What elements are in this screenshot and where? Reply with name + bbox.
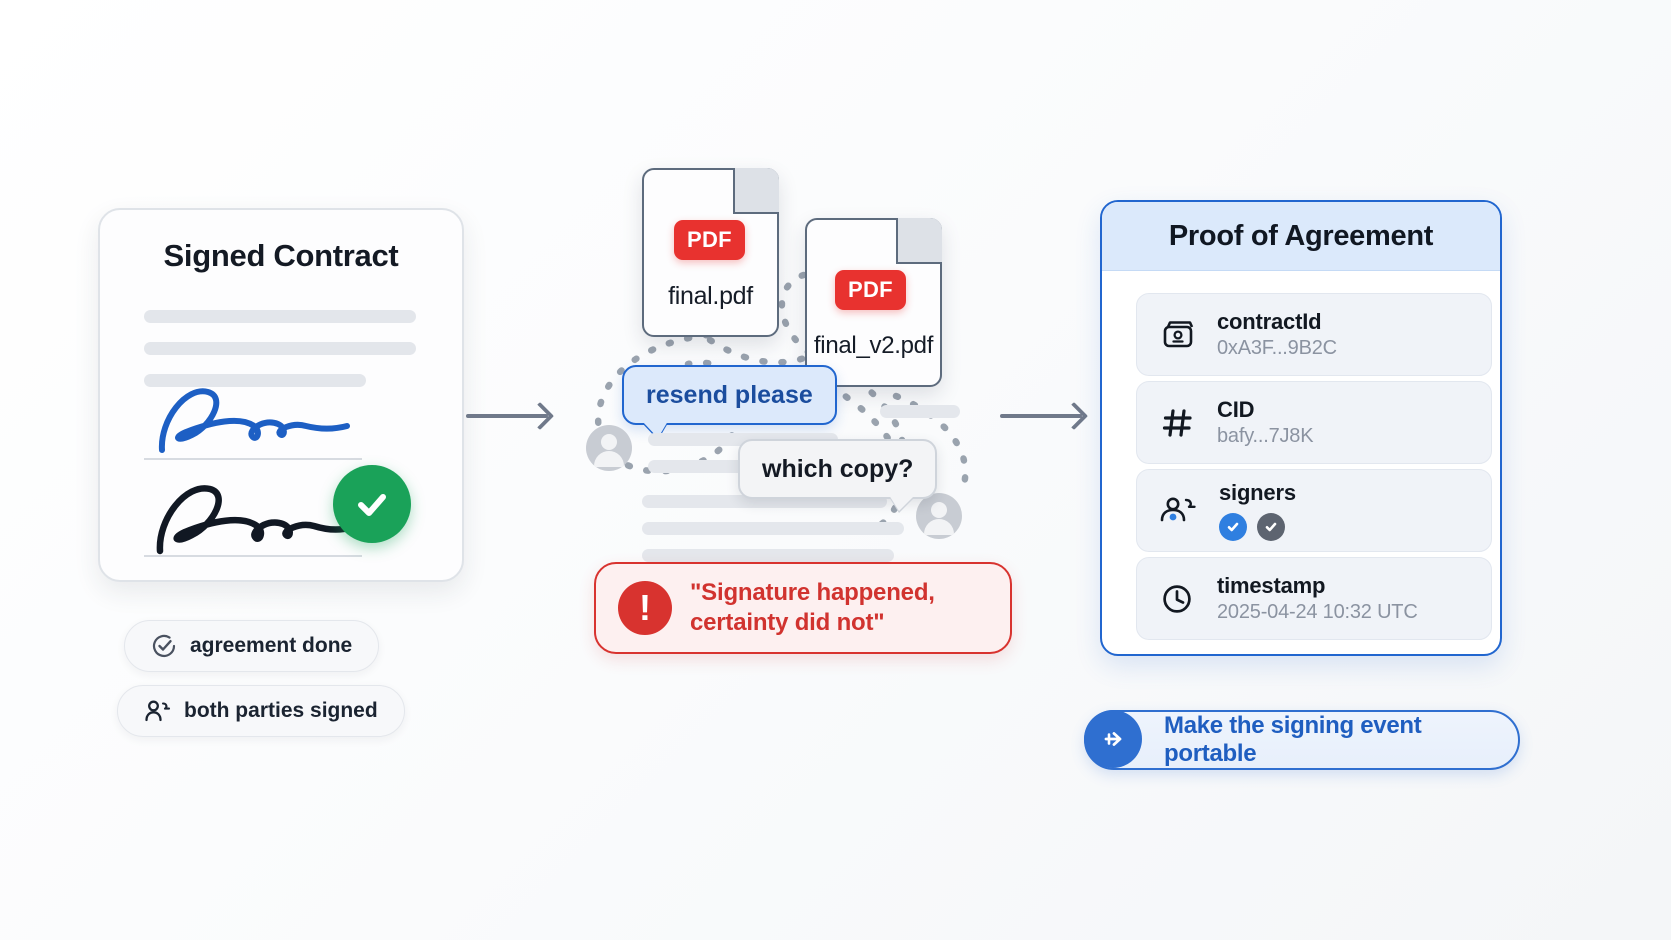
signed-contract-card: Signed Contract xyxy=(98,208,464,582)
proof-of-agreement-card: Proof of Agreement contractId 0xA3F...9B… xyxy=(1100,200,1502,656)
status-badge xyxy=(1257,513,1285,541)
exclamation-circle-icon: ! xyxy=(618,581,672,635)
pdf-document-final-v2[interactable]: PDF final_v2.pdf xyxy=(805,218,942,387)
signers-people-icon xyxy=(1157,492,1199,530)
page-fold-corner-icon xyxy=(733,168,779,214)
page-title: Signed Contract xyxy=(163,238,399,273)
alert-line-1: "Signature happened, xyxy=(690,578,935,606)
proof-row-key: contractId xyxy=(1217,309,1322,334)
proof-row-value: 2025-04-24 10:32 UTC xyxy=(1217,601,1418,623)
proof-row-value: bafy...7J8K xyxy=(1217,425,1314,447)
chat-skeleton-line xyxy=(642,522,904,535)
signature-rule xyxy=(144,555,362,557)
pdf-file-name: final_v2.pdf xyxy=(813,332,934,359)
chat-skeleton-line xyxy=(880,405,960,418)
signature-blue-icon xyxy=(158,388,350,453)
proof-row-value: 0xA3F...9B2C xyxy=(1217,337,1337,359)
proof-card-title: Proof of Agreement xyxy=(1102,202,1500,271)
avatar xyxy=(586,425,632,471)
pdf-badge: PDF xyxy=(835,270,906,310)
page-fold-corner-icon xyxy=(896,218,942,264)
status-badge xyxy=(1219,513,1247,541)
contract-text-line xyxy=(144,310,416,323)
alert-banner: ! "Signature happened, certainty did not… xyxy=(594,562,1012,654)
proof-row-cid[interactable]: CID bafy...7J8K xyxy=(1136,381,1492,464)
clock-icon xyxy=(1157,580,1197,618)
alert-mark: ! xyxy=(639,587,651,628)
proof-row-contractid[interactable]: contractId 0xA3F...9B2C xyxy=(1136,293,1492,376)
pdf-file-name: final.pdf xyxy=(668,282,753,310)
alert-text: "Signature happened, certainty did not" xyxy=(690,578,935,638)
chat-bubble-resend[interactable]: resend please xyxy=(622,365,837,438)
proof-row-key: signers xyxy=(1219,480,1296,505)
pdf-document-final[interactable]: PDF final.pdf xyxy=(642,168,779,337)
proof-row-key: CID xyxy=(1217,397,1255,422)
proof-row-signers[interactable]: signers xyxy=(1136,469,1492,552)
pill-agreement-done[interactable]: agreement done xyxy=(124,620,380,672)
contract-text-line xyxy=(144,374,366,387)
alert-line-2: certainty did not" xyxy=(690,609,885,636)
signers-status-group xyxy=(1219,513,1296,541)
check-circle-outline-icon xyxy=(151,633,177,659)
flow-arrow-1 xyxy=(466,414,548,418)
avatar xyxy=(916,493,962,539)
signature-rule xyxy=(144,458,362,460)
contract-text-line xyxy=(144,342,416,355)
pill-label: agreement done xyxy=(190,634,353,657)
chat-bubble-text: resend please xyxy=(646,380,813,409)
hash-icon xyxy=(1157,404,1197,442)
proof-row-key: timestamp xyxy=(1217,573,1326,598)
flow-arrow-2 xyxy=(1000,414,1082,418)
confusion-cluster: PDF final.pdf PDF final_v2.pdf resend pl… xyxy=(580,150,1040,710)
pdf-badge: PDF xyxy=(674,220,745,260)
cta-label: Make the signing event portable xyxy=(1164,712,1422,767)
bubble-tail xyxy=(889,495,916,511)
chat-bubble-which-copy[interactable]: which copy? xyxy=(738,439,938,511)
arrow-right-circle-icon xyxy=(1084,710,1142,768)
chat-skeleton-line xyxy=(642,549,894,562)
signature-black-icon xyxy=(156,485,356,555)
pill-label: both parties signed xyxy=(184,699,378,722)
proof-row-timestamp[interactable]: timestamp 2025-04-24 10:32 UTC xyxy=(1136,557,1492,640)
cta-make-signing-event-portable[interactable]: Make the signing event portable xyxy=(1084,710,1520,770)
chat-bubble-text: which copy? xyxy=(762,454,914,483)
contract-card-icon xyxy=(1157,316,1197,354)
green-check-circle-icon xyxy=(333,465,411,543)
pill-both-parties-signed[interactable]: both parties signed xyxy=(117,685,405,737)
two-people-icon xyxy=(144,698,171,724)
